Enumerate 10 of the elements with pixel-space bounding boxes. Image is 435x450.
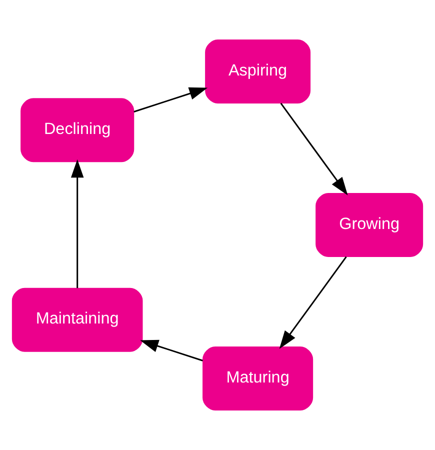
- node-box: Growing: [316, 193, 424, 257]
- arrow: [70, 159, 84, 288]
- node-box: Maintaining: [12, 288, 143, 352]
- node-box: Aspiring: [205, 40, 311, 104]
- arrow: [134, 87, 208, 112]
- arrow: [140, 340, 203, 362]
- node-box: Declining: [20, 98, 134, 162]
- arrow: [280, 102, 348, 196]
- arrow: [279, 256, 347, 349]
- node-box: Maturing: [202, 346, 314, 410]
